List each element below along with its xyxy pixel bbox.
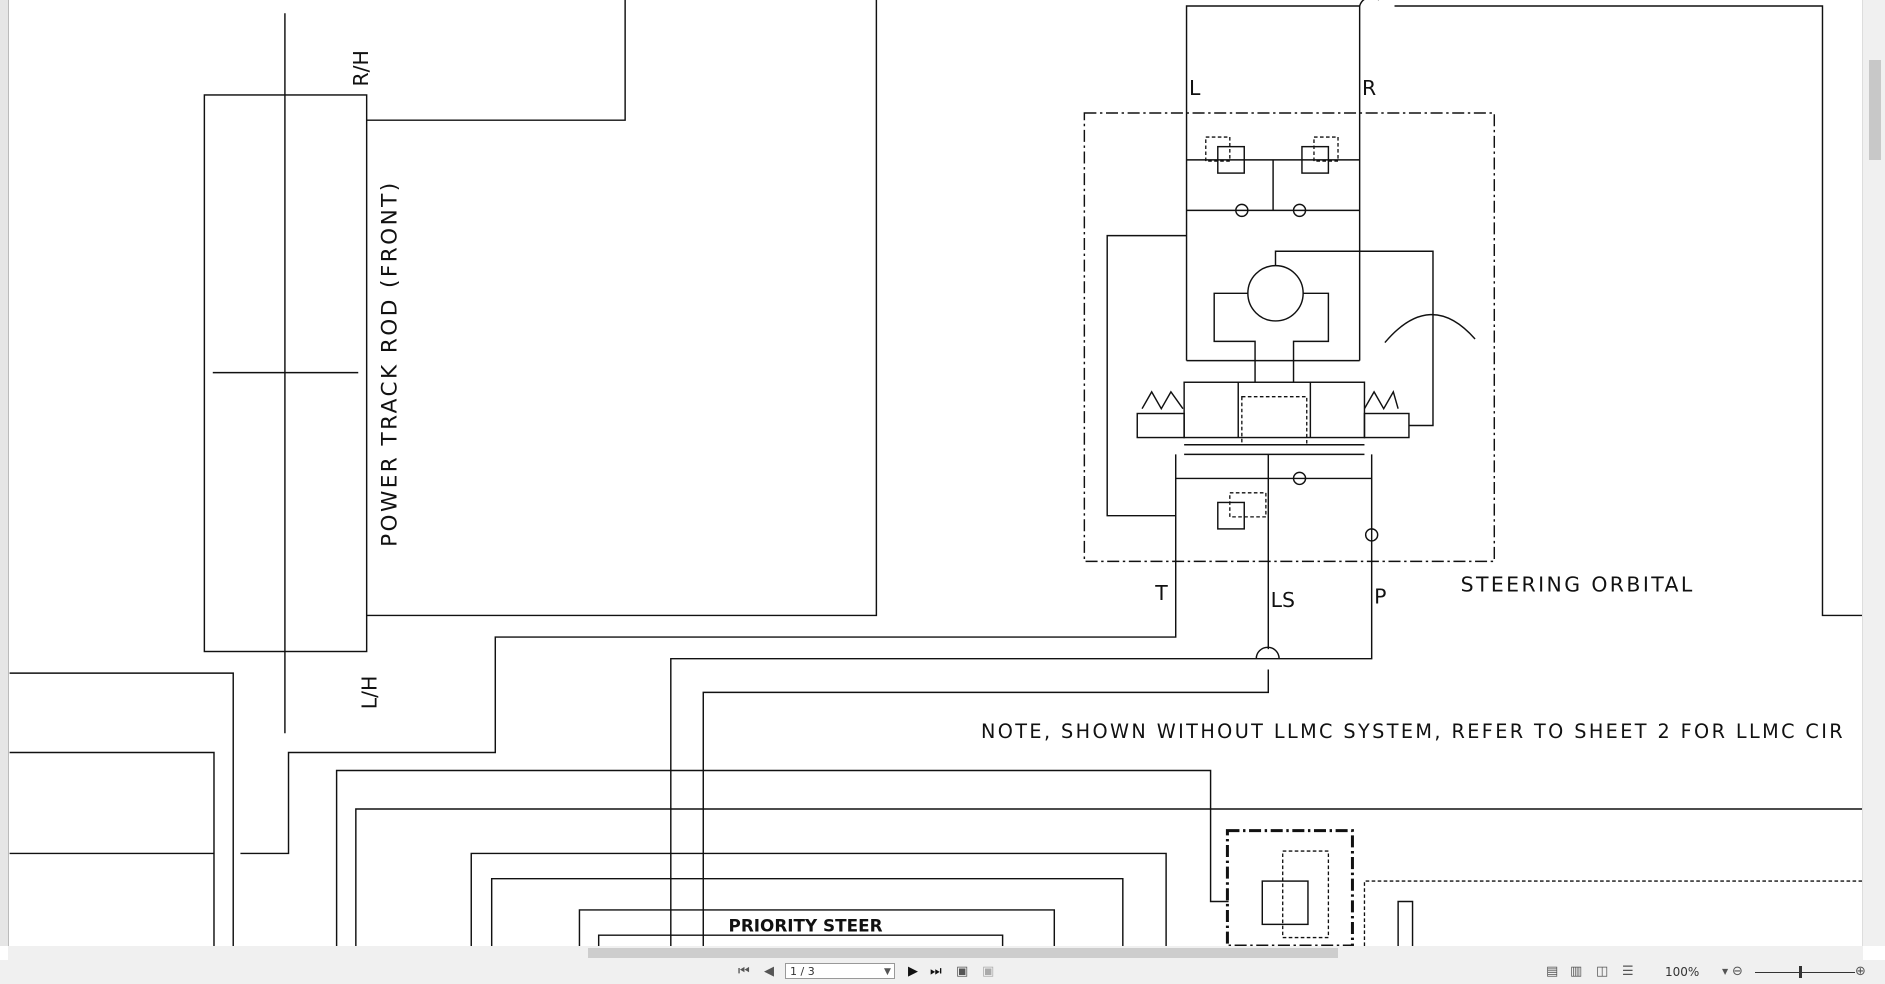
port-l-label: L	[1189, 76, 1201, 100]
two-page-view-icon[interactable]: ◫	[1596, 964, 1609, 979]
page-dropdown-icon[interactable]: ▼	[884, 967, 891, 977]
prev-page-icon[interactable]: ◀	[764, 964, 774, 979]
schematic-drawing: R/H L/H POWER TRACK ROD (FRONT)	[9, 0, 1867, 946]
two-page-continuous-icon[interactable]: ☰	[1622, 964, 1634, 979]
steering-orbital	[240, 0, 1867, 946]
port-t-label: T	[1154, 581, 1168, 605]
continuous-view-icon[interactable]: ▥	[1570, 964, 1583, 979]
zoom-out-button[interactable]: ⊖	[1732, 964, 1743, 979]
rh-label: R/H	[349, 50, 373, 86]
rotate-icon[interactable]: ▣	[956, 964, 969, 979]
track-rod	[203, 0, 878, 734]
zoom-in-button[interactable]: ⊕	[1855, 964, 1866, 979]
zoom-dropdown-icon[interactable]: ▼	[1722, 967, 1729, 976]
last-page-icon[interactable]: ⏭	[930, 964, 942, 979]
port-ls-label: LS	[1271, 588, 1295, 612]
status-toolbar: ⏮ ◀ 1 / 3 ▼ ▶ ⏭ ▣ ▣ ▤ ▥ ◫ ☰ 100% ▼ ⊖ ⊕	[0, 960, 1885, 984]
horizontal-scrollbar[interactable]	[8, 946, 1863, 960]
priority-steer-label: PRIORITY STEER	[729, 916, 883, 936]
page-number-input[interactable]: 1 / 3	[785, 963, 895, 979]
single-page-view-icon[interactable]: ▤	[1546, 964, 1559, 979]
port-r-label: R	[1362, 76, 1376, 100]
port-p-label: P	[1374, 584, 1386, 608]
zoom-slider[interactable]	[1755, 972, 1855, 973]
track-rod-label: POWER TRACK ROD (FRONT)	[378, 180, 403, 547]
horizontal-scroll-thumb[interactable]	[588, 948, 1338, 958]
vertical-scrollbar[interactable]	[1862, 0, 1885, 946]
next-page-icon[interactable]: ▶	[908, 964, 918, 979]
steering-orbital-label: STEERING ORBITAL	[1461, 572, 1695, 596]
vertical-scroll-thumb[interactable]	[1869, 60, 1881, 160]
zoom-level[interactable]: 100%	[1665, 965, 1700, 979]
hydraulic-lines	[9, 672, 1867, 946]
zoom-slider-handle[interactable]	[1799, 966, 1802, 978]
note-text: NOTE, SHOWN WITHOUT LLMC SYSTEM, REFER T…	[981, 720, 1845, 743]
fit-icon[interactable]: ▣	[982, 964, 995, 979]
first-page-icon[interactable]: ⏮	[738, 964, 750, 979]
left-panel-edge	[0, 0, 9, 946]
lh-label: L/H	[357, 676, 381, 710]
